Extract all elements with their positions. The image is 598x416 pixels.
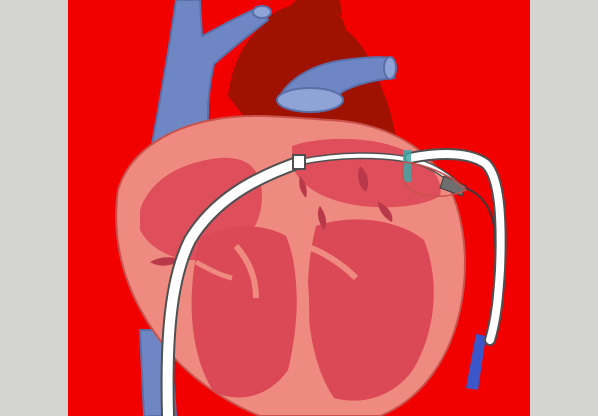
right-margin bbox=[530, 0, 598, 416]
vena-cava-opening bbox=[253, 6, 271, 18]
pulmonary-artery-end bbox=[384, 57, 396, 79]
left-margin bbox=[0, 0, 68, 416]
pulmonary-artery-opening bbox=[277, 88, 343, 112]
septal-marker-band bbox=[403, 150, 411, 182]
catheter-marker-box bbox=[293, 155, 305, 169]
